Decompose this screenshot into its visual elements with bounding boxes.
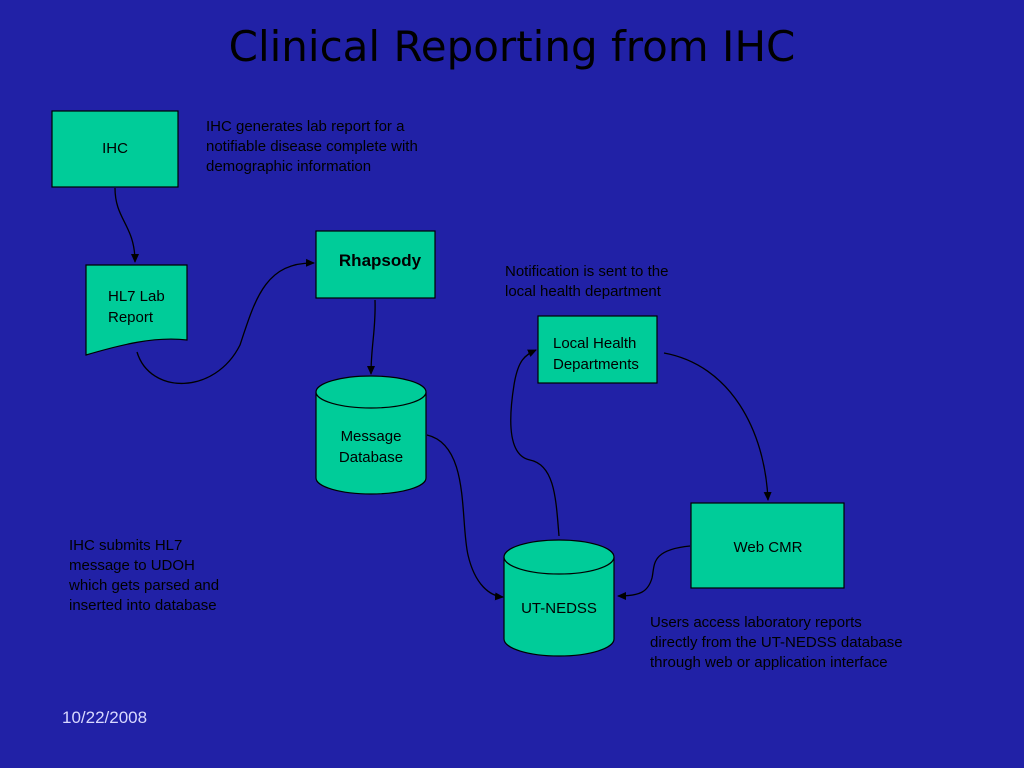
note-ihc-submits: IHC submits HL7 message to UDOH which ge… xyxy=(69,537,220,614)
connector-ut-nedss-to-local-health xyxy=(510,349,560,537)
connector-ihc-to-hl7 xyxy=(114,187,139,263)
ihc-node: IHC xyxy=(51,110,179,188)
hl7-label-line1: HL7 Lab xyxy=(108,288,165,305)
ut-nedss-label: UT-NEDSS xyxy=(521,600,597,617)
connector-rhapsody-to-message-db xyxy=(367,299,376,375)
hl7-lab-report-node: HL7 Lab Report xyxy=(85,264,188,356)
ihc-label: IHC xyxy=(102,140,128,157)
web-cmr-label: Web CMR xyxy=(734,539,803,556)
connector-local-health-to-web-cmr xyxy=(663,352,772,501)
message-database-node: Message Database xyxy=(315,375,427,495)
local-health-departments-node: Local Health Departments xyxy=(537,315,658,384)
message-db-label-line2: Database xyxy=(339,449,403,466)
local-health-label-line1: Local Health xyxy=(553,335,636,352)
ut-nedss-node: UT-NEDSS xyxy=(503,539,615,657)
note-ihc-generates: IHC generates lab report for a notifiabl… xyxy=(206,118,418,175)
note-users-access: Users access laboratory reports directly… xyxy=(650,614,903,671)
connector-web-cmr-to-ut-nedss xyxy=(617,545,691,600)
connector-message-db-to-ut-nedss xyxy=(426,434,504,601)
slide-title: Clinical Reporting from IHC xyxy=(228,22,796,71)
connector-hl7-to-rhapsody xyxy=(136,258,315,385)
web-cmr-node: Web CMR xyxy=(690,502,845,589)
slide-date: 10/22/2008 xyxy=(62,708,148,727)
note-notification-sent: Notification is sent to the local health… xyxy=(505,263,669,300)
hl7-label-line2: Report xyxy=(108,309,154,326)
rhapsody-label: Rhapsody xyxy=(339,251,422,270)
rhapsody-node: Rhapsody xyxy=(315,230,436,299)
local-health-label-line2: Departments xyxy=(553,356,639,373)
message-db-label-line1: Message xyxy=(341,428,402,445)
